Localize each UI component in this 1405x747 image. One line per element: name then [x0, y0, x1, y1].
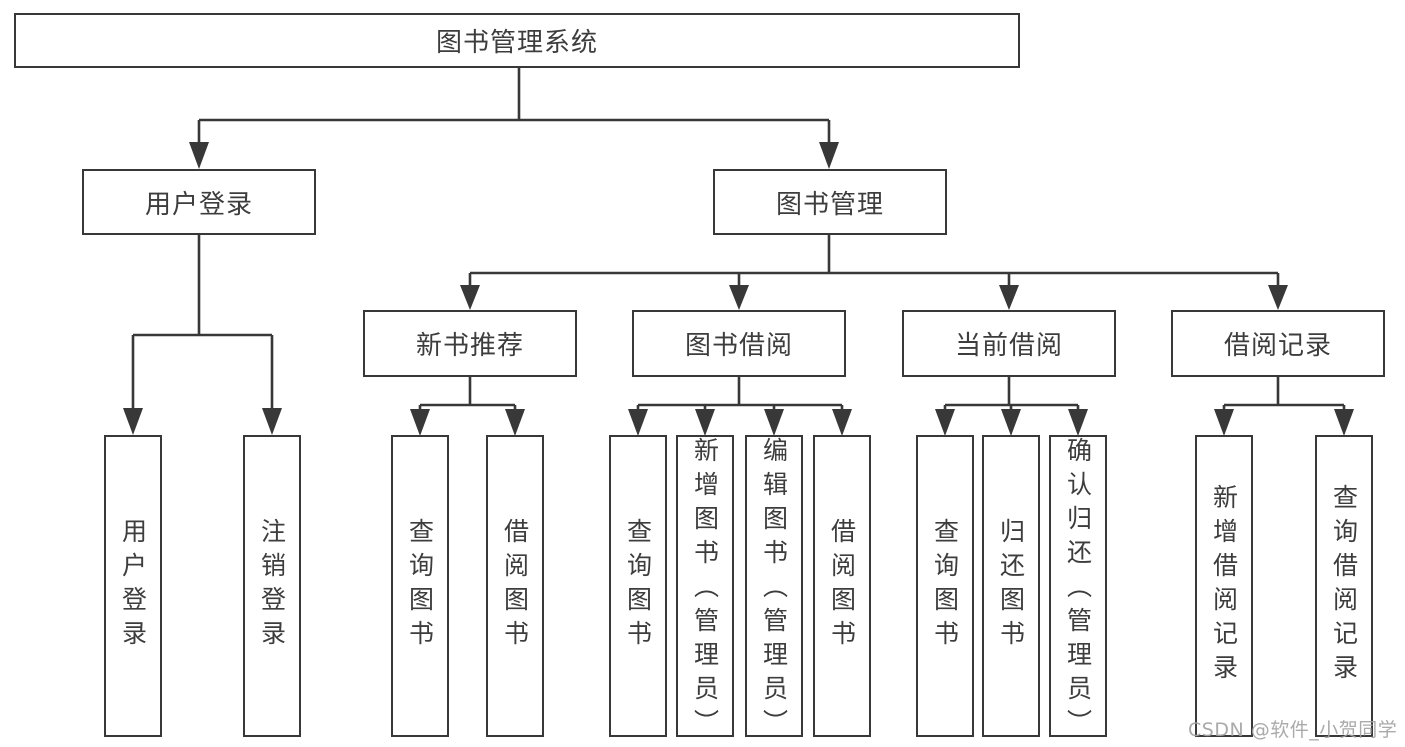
leaf-user-login-label: 用户登录	[118, 518, 148, 654]
leaf-query-borrow-record: 查询借阅记录	[1315, 435, 1373, 737]
leaf-query-books-current: 查询图书	[916, 435, 974, 737]
csdn-watermark: CSDN @软件_小贺同学	[1188, 719, 1398, 741]
connector-user-login-to-leaves	[131, 235, 274, 410]
leaf-return-books: 归还图书	[982, 435, 1040, 737]
leaf-confirm-return-admin: 确认归还（管理员）	[1049, 435, 1107, 743]
leaf-borrow-books-recommend: 借阅图书	[486, 435, 544, 737]
arrowheads-user-login-leaves	[123, 408, 282, 435]
connector-book-borrow-to-leaves	[636, 377, 844, 412]
leaf-borrow-books-recommend-label: 借阅图书	[500, 518, 530, 654]
node-current-borrow: 当前借阅	[902, 310, 1116, 377]
leaf-logout: 注销登录	[243, 435, 301, 737]
connector-book-management-to-level3	[468, 235, 1280, 288]
leaf-edit-books-admin-label: 编辑图书（管理员）	[759, 437, 789, 743]
leaf-add-borrow-record-label: 新增借阅记录	[1209, 484, 1239, 688]
node-user-login-label: 用户登录	[144, 189, 253, 220]
leaf-add-books-admin: 新增图书（管理员）	[676, 435, 734, 743]
connector-new-book-to-leaves	[418, 377, 517, 412]
leaf-return-books-label: 归还图书	[996, 518, 1026, 654]
node-book-management-label: 图书管理	[775, 189, 884, 220]
leaf-add-borrow-record: 新增借阅记录	[1195, 435, 1253, 737]
arrowheads-level3	[460, 285, 1288, 310]
leaf-add-books-admin-label: 新增图书（管理员）	[690, 437, 720, 743]
node-user-login: 用户登录	[82, 169, 316, 235]
leaf-query-books-current-label: 查询图书	[930, 518, 960, 654]
node-root: 图书管理系统	[14, 13, 1020, 68]
node-borrow-records: 借阅记录	[1171, 310, 1385, 377]
leaf-query-books-borrow: 查询图书	[609, 435, 667, 737]
leaf-query-books-borrow-label: 查询图书	[623, 518, 653, 654]
leaf-edit-books-admin: 编辑图书（管理员）	[745, 435, 803, 743]
connector-borrow-records-to-leaves	[1222, 377, 1346, 412]
leaf-borrow-books-label: 借阅图书	[827, 518, 857, 654]
node-borrow-records-label: 借阅记录	[1223, 331, 1332, 361]
leaf-query-books-recommend: 查询图书	[391, 435, 449, 737]
leaf-borrow-books: 借阅图书	[813, 435, 871, 737]
node-new-book-recommend-label: 新书推荐	[415, 331, 524, 361]
node-book-borrow-label: 图书借阅	[684, 331, 793, 361]
connector-current-borrow-to-leaves	[943, 377, 1080, 412]
node-root-label: 图书管理系统	[435, 28, 598, 58]
leaf-logout-label: 注销登录	[257, 518, 287, 654]
leaf-query-borrow-record-label: 查询借阅记录	[1329, 484, 1359, 688]
leaf-confirm-return-admin-label: 确认归还（管理员）	[1063, 437, 1093, 743]
arrowheads-level2	[189, 142, 839, 169]
arrowheads-level4	[410, 409, 1354, 436]
leaf-query-books-recommend-label: 查询图书	[405, 518, 435, 654]
connector-root-to-level2	[197, 68, 831, 146]
node-new-book-recommend: 新书推荐	[363, 310, 577, 377]
leaf-user-login: 用户登录	[104, 435, 162, 737]
node-book-borrow: 图书借阅	[632, 310, 846, 377]
node-book-management: 图书管理	[713, 169, 947, 235]
node-current-borrow-label: 当前借阅	[954, 331, 1063, 361]
